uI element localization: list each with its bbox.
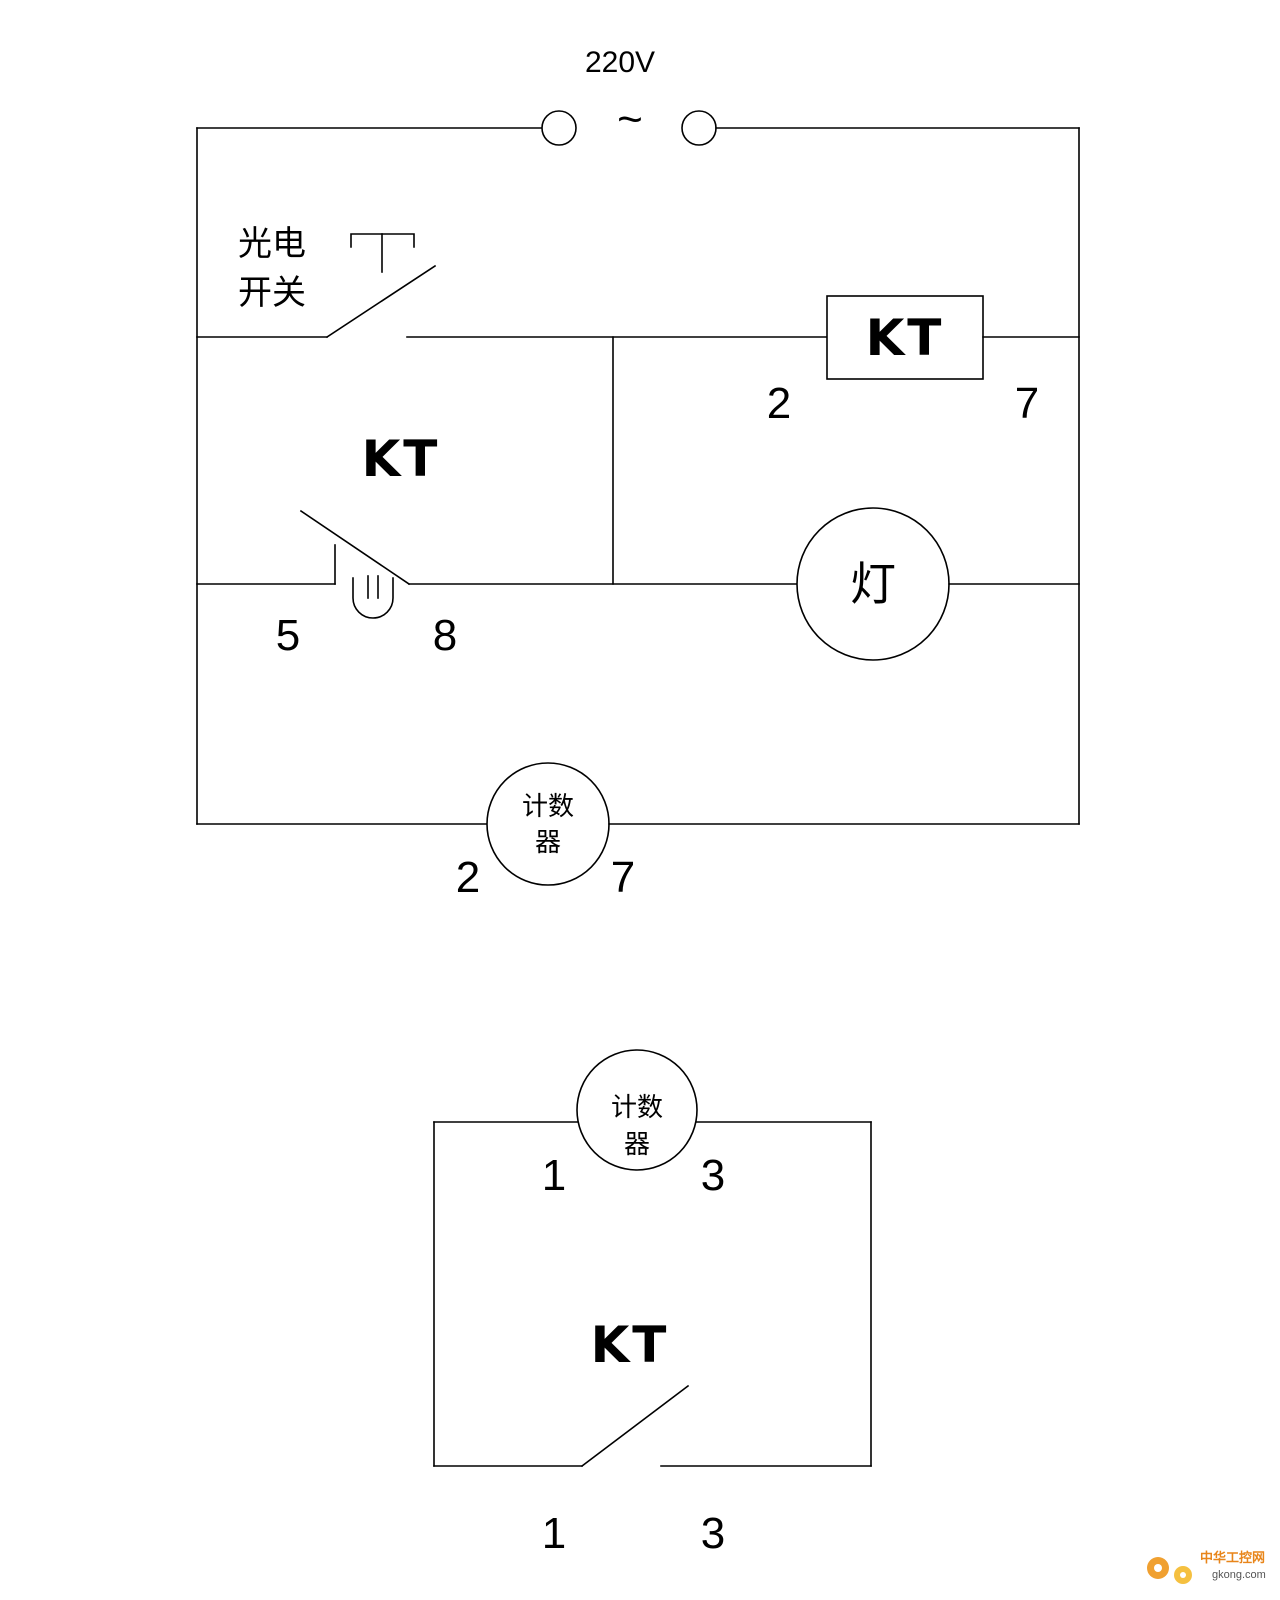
lower-relay-contact-pin-right: 3 — [701, 1509, 725, 1558]
counter-upper-pin-left: 2 — [456, 853, 480, 902]
photo-switch-label-2: 开关 — [238, 273, 306, 313]
counter-upper — [486, 762, 610, 886]
photo-switch-contact — [325, 233, 437, 339]
relay-coil-box — [826, 295, 984, 380]
lower-circuit: 计数 器 1 3 KT 1 3 — [433, 1049, 872, 1558]
supply-terminal-right — [681, 110, 717, 146]
counter-upper-label-1: 计数 — [522, 792, 574, 822]
lower-relay-contact-pin-left: 1 — [542, 1509, 566, 1558]
lower-relay-contact-blade — [580, 1384, 690, 1468]
lamp-label: 灯 — [850, 557, 896, 611]
counter-upper-label-2: 器 — [535, 828, 561, 858]
gear-icon — [1147, 1557, 1192, 1584]
watermark-domain: gkong.com — [1212, 1569, 1266, 1581]
supply-voltage-label: 220V — [585, 46, 655, 79]
counter-lower-pin-right: 3 — [701, 1151, 725, 1200]
counter-upper-pin-right: 7 — [611, 853, 635, 902]
photo-switch-label-1: 光电 — [238, 224, 306, 264]
upper-circuit: 220V ~ 光电 开关 KT 2 7 KT — [196, 46, 1080, 902]
lower-relay-contact-label: KT — [591, 1316, 670, 1374]
counter-lower-pin-left: 1 — [542, 1151, 566, 1200]
watermark-text: 中华工控网 — [1200, 1550, 1265, 1565]
supply-terminal-left — [541, 110, 577, 146]
counter-lower — [576, 1049, 698, 1171]
ac-symbol: ~ — [617, 95, 643, 144]
counter-lower-label-1: 计数 — [611, 1093, 663, 1123]
timed-break-contact — [299, 509, 411, 619]
relay-coil-label: KT — [866, 309, 945, 367]
relay-coil-pin-right: 7 — [1015, 379, 1039, 428]
relay-contact-pin-right: 8 — [433, 611, 457, 660]
relay-coil-pin-left: 2 — [767, 379, 791, 428]
counter-lower-label-2: 器 — [624, 1130, 650, 1160]
watermark: 中华工控网 gkong.com — [1147, 1550, 1266, 1584]
relay-contact-label: KT — [362, 430, 441, 488]
relay-contact-pin-left: 5 — [276, 611, 300, 660]
